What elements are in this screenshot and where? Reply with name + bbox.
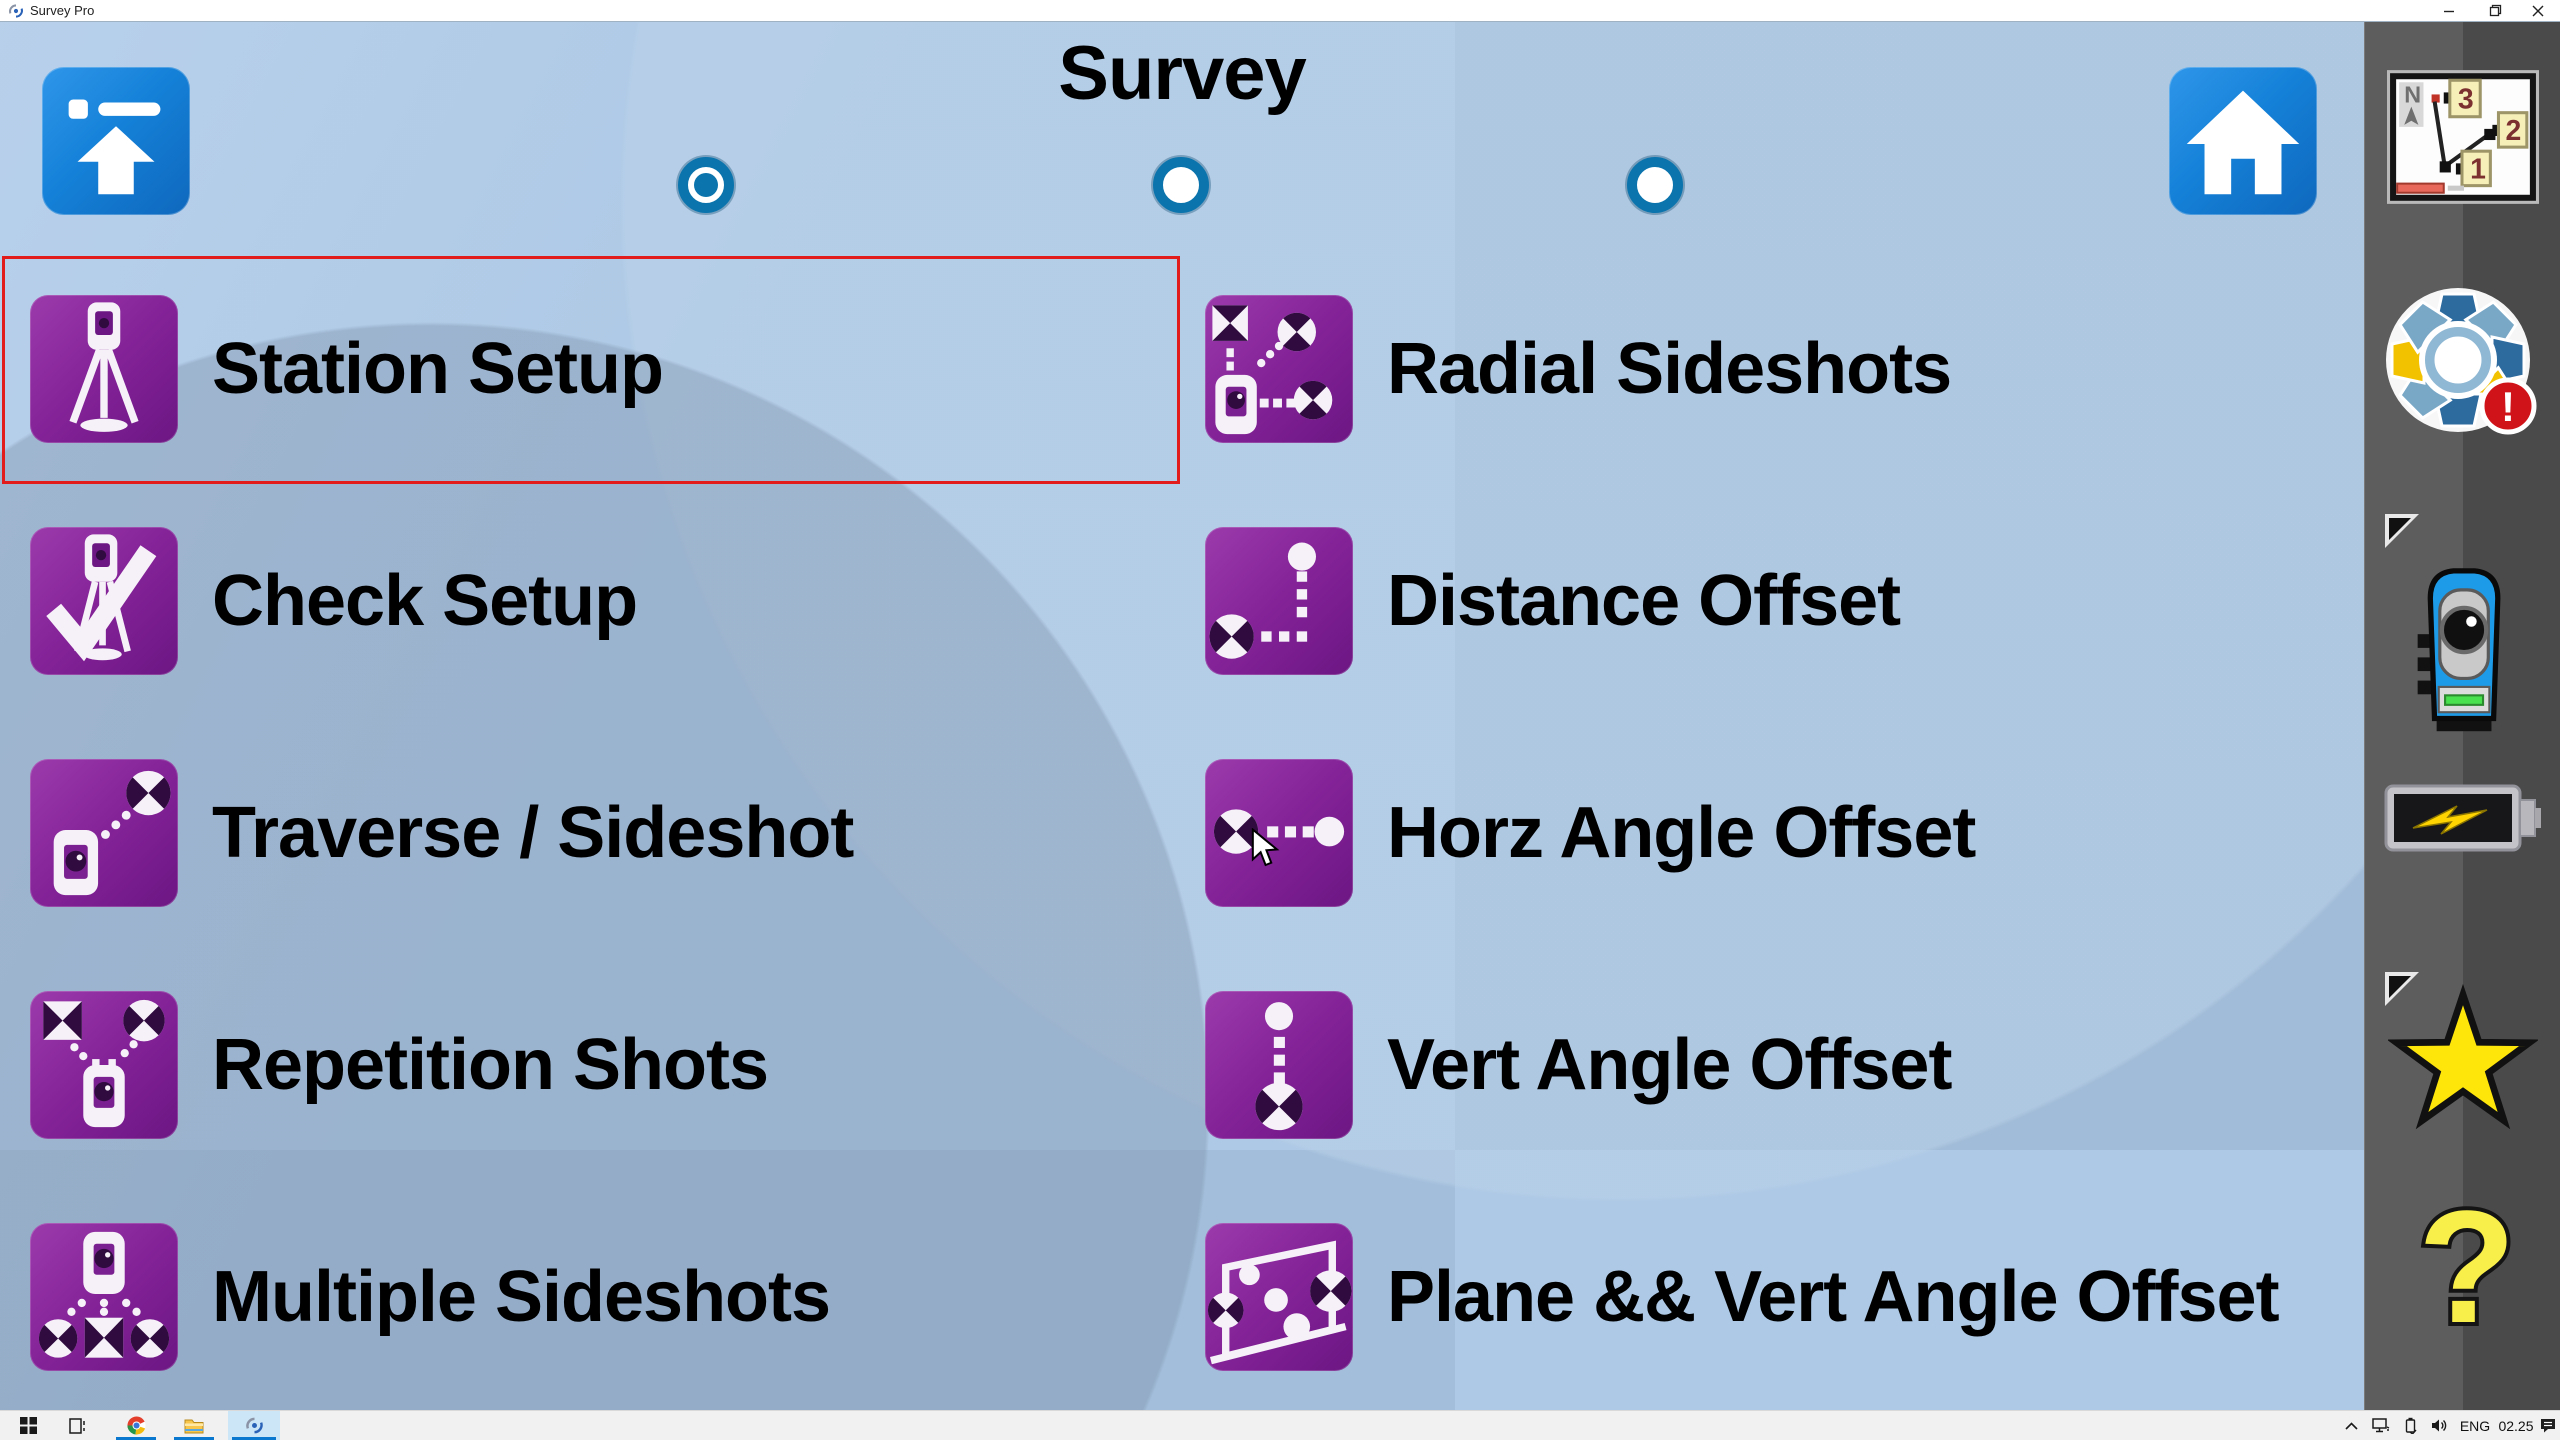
status-button[interactable]: !: [2365, 284, 2560, 452]
svg-text:3: 3: [2458, 84, 2474, 116]
network-icon: [2372, 1417, 2390, 1432]
menu-item-label: Repetition Shots: [212, 1025, 769, 1105]
taskbar: ENG 02.25: [0, 1410, 2560, 1440]
file-explorer-icon: [184, 1419, 204, 1434]
multiple-sideshots-icon: [38, 1231, 170, 1358]
up-level-icon: [68, 99, 161, 195]
window-titlebar: Survey Pro: [0, 0, 2560, 22]
main-menu-panel: Survey: [0, 22, 2364, 1410]
task-view-icon: [69, 1417, 85, 1434]
minimize-button[interactable]: [2427, 0, 2471, 21]
menu-item-radial-sideshots[interactable]: Radial Sideshots: [1205, 295, 1952, 443]
check-setup-icon: [46, 534, 157, 662]
tray-expand-button[interactable]: [2337, 1411, 2365, 1440]
svg-text:2: 2: [2506, 115, 2522, 147]
menu-item-traverse-sideshot[interactable]: Traverse / Sideshot: [30, 759, 854, 907]
favorites-button[interactable]: [2365, 982, 2560, 1132]
total-station-icon: [2417, 568, 2501, 732]
star-icon: [2388, 983, 2538, 1130]
svg-text:!: !: [2501, 383, 2515, 430]
station-setup-icon: [69, 302, 139, 432]
page-title: Survey: [1058, 31, 1307, 116]
tray-network-button[interactable]: [2366, 1411, 2396, 1440]
status-gear-alert-icon: !: [2386, 288, 2537, 435]
menu-item-label: Horz Angle Offset: [1387, 793, 1976, 873]
menu-item-vert-angle-offset[interactable]: Vert Angle Offset: [1205, 991, 1952, 1139]
menu-item-label: Plane && Vert Angle Offset: [1387, 1257, 2280, 1337]
pager-dot-1[interactable]: [678, 157, 734, 213]
menu-item-repetition-shots[interactable]: Repetition Shots: [30, 991, 769, 1139]
menu-item-label: Vert Angle Offset: [1387, 1025, 1952, 1105]
app-logo-icon: [9, 4, 23, 18]
up-level-button[interactable]: [42, 67, 190, 215]
map-preview-button[interactable]: N 3 2 1: [2365, 70, 2560, 204]
radial-sideshots-icon: [1212, 305, 1333, 435]
menu-item-label: Distance Offset: [1387, 561, 1901, 641]
menu-item-label: Check Setup: [212, 561, 638, 641]
tray-usb-button[interactable]: [2396, 1411, 2424, 1440]
pager-dot-2[interactable]: [1153, 157, 1209, 213]
taskbar-app-file-explorer[interactable]: [170, 1411, 218, 1440]
horz-angle-offset-icon: [1213, 809, 1345, 854]
traverse-sideshot-icon: [53, 770, 171, 896]
notification-center-icon: [2541, 1419, 2555, 1433]
menu-item-horz-angle-offset[interactable]: Horz Angle Offset: [1205, 759, 1976, 907]
close-button[interactable]: [2516, 0, 2560, 21]
tray-language-label: ENG: [2459, 1417, 2491, 1434]
menu-item-label: Multiple Sideshots: [212, 1257, 831, 1337]
tray-clock-label: 02.25: [2498, 1417, 2534, 1434]
menu-item-plane-vert-angle-offset[interactable]: Plane && Vert Angle Offset: [1205, 1223, 2280, 1371]
menu-item-station-setup[interactable]: Station Setup: [30, 295, 664, 443]
survey-pro-icon: [245, 1417, 263, 1434]
vert-angle-offset-icon: [1255, 1002, 1303, 1131]
window-title: Survey Pro: [30, 3, 95, 18]
start-button[interactable]: [6, 1411, 50, 1440]
battery-power-icon: [2384, 784, 2541, 852]
tray-volume-button[interactable]: [2424, 1411, 2456, 1440]
pager-dot-3[interactable]: [1627, 157, 1683, 213]
help-question-icon: ?: [2414, 1182, 2520, 1360]
menu-item-label: Station Setup: [212, 329, 664, 409]
distance-offset-icon: [1209, 542, 1316, 659]
home-icon: [2186, 90, 2300, 195]
menu-item-label: Traverse / Sideshot: [212, 793, 854, 873]
svg-text:?: ?: [2418, 1182, 2516, 1356]
notification-center-button[interactable]: [2536, 1411, 2560, 1440]
tray-language-button[interactable]: ENG: [2456, 1411, 2494, 1440]
restore-button[interactable]: [2473, 0, 2517, 21]
menu-item-multiple-sideshots[interactable]: Multiple Sideshots: [30, 1223, 831, 1371]
taskbar-app-chrome[interactable]: [112, 1411, 160, 1440]
svg-text:1: 1: [2470, 154, 2486, 186]
taskbar-app-survey-pro[interactable]: [228, 1411, 280, 1440]
svg-text:N: N: [2404, 82, 2421, 108]
sidebar: N 3 2 1: [2364, 22, 2560, 1410]
menu-item-distance-offset[interactable]: Distance Offset: [1205, 527, 1901, 675]
instrument-button[interactable]: [2365, 562, 2560, 738]
tray-clock-button[interactable]: 02.25: [2494, 1411, 2538, 1440]
submenu-marker: [2385, 514, 2419, 548]
tray-expand-icon: [2344, 1421, 2358, 1430]
help-button[interactable]: ?: [2365, 1182, 2560, 1362]
map-preview-icon: N 3 2 1: [2387, 70, 2539, 204]
task-view-button[interactable]: [56, 1411, 100, 1440]
windows-start-icon: [19, 1417, 37, 1434]
battery-button[interactable]: [2365, 780, 2560, 856]
home-button[interactable]: [2169, 67, 2317, 215]
plane-vert-angle-offset-icon: [1207, 1240, 1352, 1365]
menu-item-check-setup[interactable]: Check Setup: [30, 527, 638, 675]
chrome-icon: [126, 1416, 146, 1435]
repetition-shots-icon: [43, 999, 165, 1128]
usb-device-icon: [2405, 1417, 2417, 1434]
menu-item-label: Radial Sideshots: [1387, 329, 1952, 409]
speaker-icon: [2432, 1419, 2447, 1432]
